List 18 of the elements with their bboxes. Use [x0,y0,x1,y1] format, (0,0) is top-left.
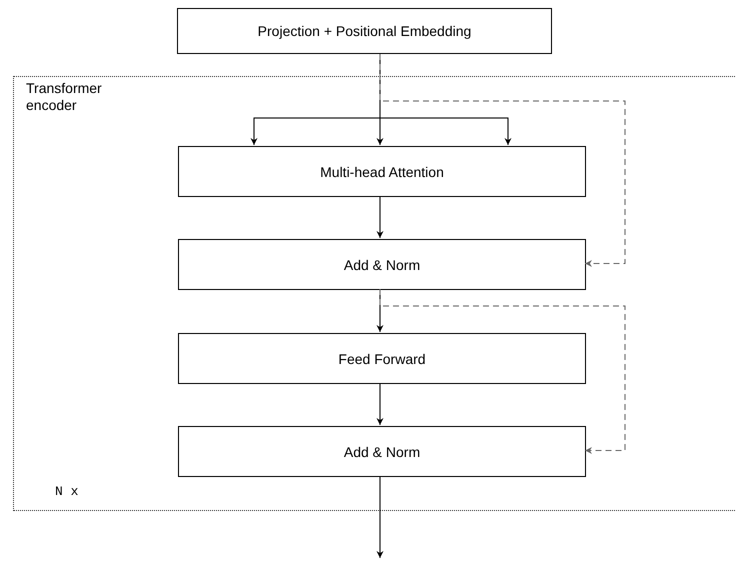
arrow [376,196,384,238]
box-label: Multi-head Attention [320,164,444,180]
process-box [178,426,586,477]
arrow [376,476,384,558]
process-box [177,8,552,54]
arrow [376,382,384,426]
process-box [178,146,586,197]
arrow [380,54,626,267]
process-box [178,239,586,290]
repeat-label: N x [55,484,78,499]
box-label: Feed Forward [338,350,426,366]
process-box [178,333,586,384]
arrow [380,288,626,454]
box-label: Add & Norm [344,256,420,272]
box-label: Add & Norm [344,444,420,460]
group-title: Transformer encoder [26,80,103,114]
encoder-group [13,76,736,511]
box-label: Projection + Positional Embedding [258,23,472,39]
